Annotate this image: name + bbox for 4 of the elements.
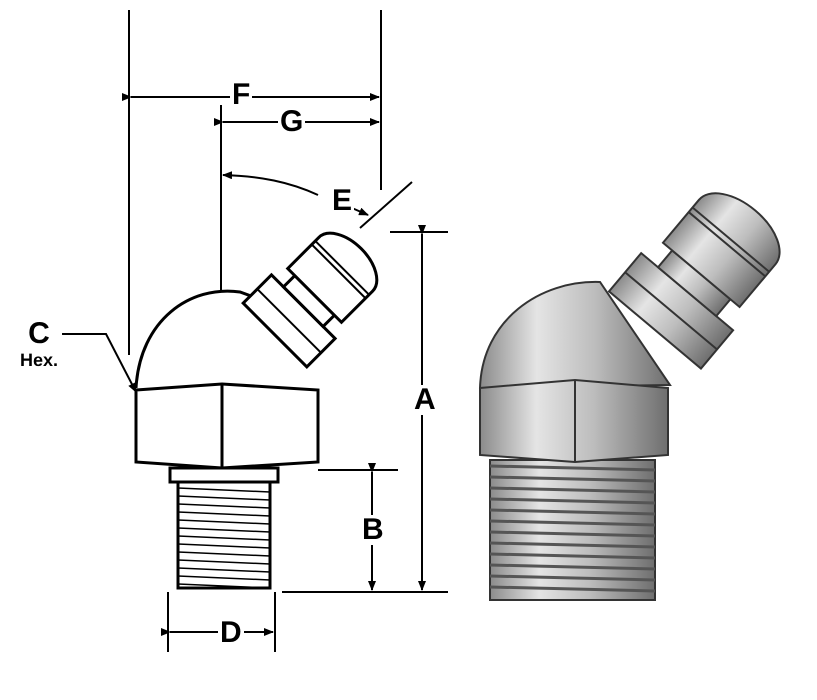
dimension-label: A [412, 385, 438, 415]
callout-label: Hex. [20, 350, 58, 370]
callout-letter: C [27, 318, 51, 350]
leader-line [62, 333, 137, 393]
